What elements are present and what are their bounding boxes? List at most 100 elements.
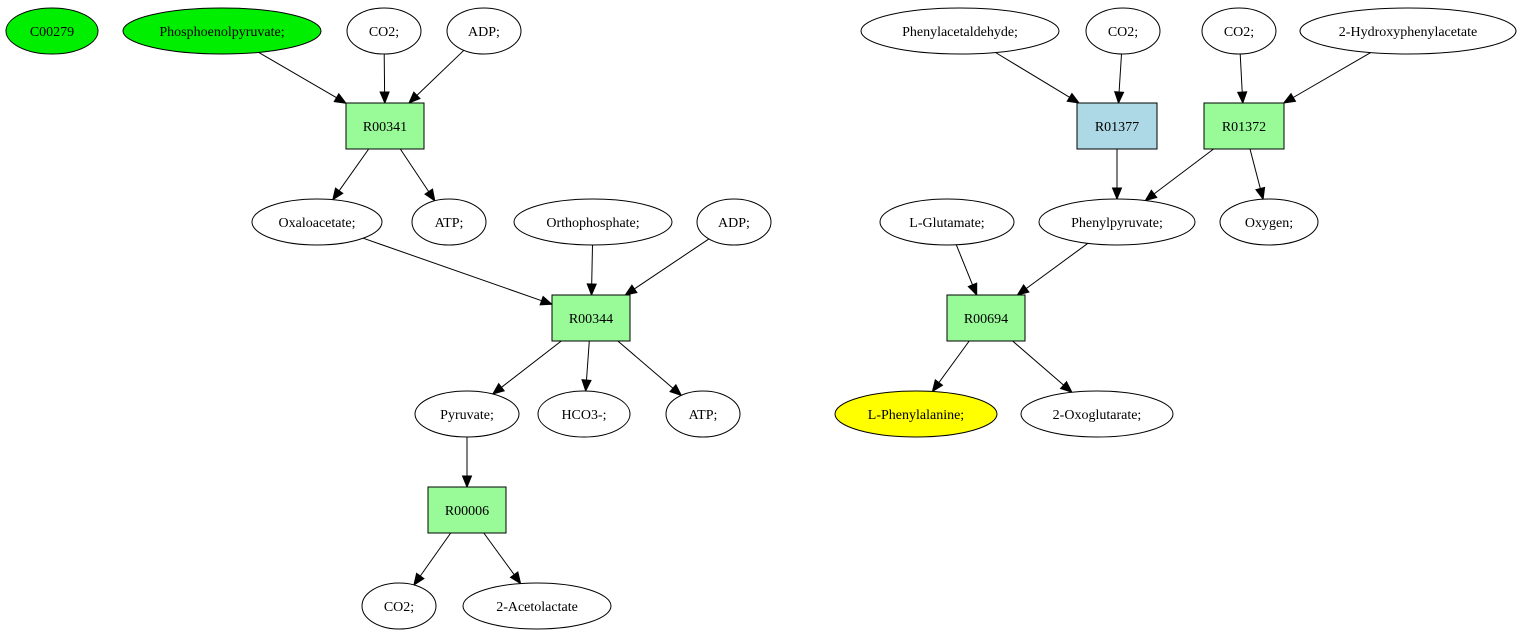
node-label: C00279 [30, 25, 74, 40]
edges-layer [258, 49, 1371, 587]
compound-ellipse [346, 7, 422, 55]
edge-r00006-to-acetolactate [483, 532, 515, 575]
edge-r00341-to-oxaloacetate [338, 148, 370, 191]
edge-r00344-to-hco3 [586, 340, 590, 381]
reaction-node-r00694[interactable]: R00694 [946, 294, 1026, 342]
arrowhead-icon [586, 283, 597, 297]
edge-oxaloacetate-to-r00344 [363, 237, 542, 302]
compound-ellipse [5, 7, 99, 55]
reaction-box [345, 102, 425, 150]
arrowhead-icon [1059, 380, 1073, 394]
compound-ellipse [1201, 7, 1277, 55]
reaction-box [1076, 102, 1158, 150]
arrowhead-icon [461, 475, 473, 489]
edge-co2_4-to-r01372 [1239, 53, 1243, 93]
arrowhead-icon [1113, 91, 1125, 105]
arrowhead-icon [379, 91, 390, 105]
compound-node-lphenylalanine[interactable]: L-Phenylalanine; [834, 390, 998, 438]
reaction-box [551, 294, 631, 342]
edge-r00006-to-co2_2 [419, 532, 452, 577]
node-label: CO2; [384, 600, 414, 615]
nodes-layer: C00279 Phosphoenolpyruvate; CO2; ADP; R00341… [5, 7, 1517, 630]
node-label: L-Phenylalanine; [868, 408, 964, 423]
node-label: R01372 [1222, 120, 1266, 135]
edge-pep-to-r00341 [258, 51, 337, 99]
compound-node-co2_1[interactable]: CO2; [346, 7, 422, 55]
arrowhead-icon [1016, 284, 1030, 296]
arrowhead-icon [509, 571, 522, 585]
arrowhead-icon [1282, 92, 1297, 104]
edge-co2_3-to-r01377 [1118, 53, 1122, 93]
compound-node-pyruvate[interactable]: Pyruvate; [414, 390, 520, 438]
compound-node-adp_1[interactable]: ADP; [446, 7, 522, 55]
arrowhead-icon [424, 188, 436, 202]
arrowhead-icon [581, 379, 592, 393]
reaction-node-r01377[interactable]: R01377 [1076, 102, 1158, 150]
compound-ellipse [665, 390, 741, 438]
node-label: R00341 [363, 120, 407, 135]
reaction-box [946, 294, 1026, 342]
node-label: Orthophosphate; [546, 216, 639, 231]
node-label: Oxygen; [1245, 216, 1293, 231]
compound-node-phenylacetaldehyde[interactable]: Phenylacetaldehyde; [860, 7, 1060, 55]
reaction-node-r01372[interactable]: R01372 [1203, 102, 1285, 150]
compound-ellipse [1299, 7, 1517, 55]
compound-node-co2_3[interactable]: CO2; [1085, 7, 1161, 55]
arrowhead-icon [1144, 189, 1158, 202]
compound-node-acetolactate[interactable]: 2-Acetolactate [462, 582, 612, 630]
compound-ellipse [122, 7, 322, 55]
compound-node-c00279[interactable]: C00279 [5, 7, 99, 55]
reaction-node-r00006[interactable]: R00006 [427, 486, 507, 534]
compound-ellipse [411, 198, 487, 246]
compound-node-atp_1[interactable]: ATP; [411, 198, 487, 246]
compound-node-oxoglutarate[interactable]: 2-Oxoglutarate; [1020, 390, 1174, 438]
arrowhead-icon [333, 92, 348, 104]
compound-ellipse [879, 198, 1015, 246]
node-label: R00006 [445, 504, 489, 519]
edge-phenylacetaldehyde-to-r01377 [995, 52, 1070, 98]
compound-node-adp_2[interactable]: ADP; [696, 198, 772, 246]
edge-adp_1-to-r00341 [416, 49, 465, 96]
reaction-node-r00344[interactable]: R00344 [551, 294, 631, 342]
compound-ellipse [462, 582, 612, 630]
compound-node-co2_2[interactable]: CO2; [361, 582, 437, 630]
compound-ellipse [1020, 390, 1174, 438]
compound-ellipse [860, 7, 1060, 55]
compound-node-atp_2[interactable]: ATP; [665, 390, 741, 438]
compound-ellipse [446, 7, 522, 55]
node-label: Pyruvate; [440, 408, 494, 423]
compound-ellipse [361, 582, 437, 630]
compound-node-lglutamate[interactable]: L-Glutamate; [879, 198, 1015, 246]
node-label: 2-Oxoglutarate; [1053, 408, 1142, 423]
edge-r01372-to-oxygen [1249, 148, 1261, 189]
arrowhead-icon [413, 572, 425, 587]
edge-r00694-to-oxoglutarate [1012, 340, 1064, 386]
arrowhead-icon [931, 379, 944, 393]
compound-node-pep[interactable]: Phosphoenolpyruvate; [122, 7, 322, 55]
compound-node-orthophosphate[interactable]: Orthophosphate; [513, 198, 673, 246]
edge-lglutamate-to-r00694 [955, 244, 973, 285]
compound-node-hydroxyphenylacetate[interactable]: 2-Hydroxyphenylacetate [1299, 7, 1517, 55]
edge-r00344-to-atp_2 [617, 340, 674, 389]
node-label: HCO3-; [561, 408, 606, 423]
edge-r00694-to-lphenylalanine [938, 340, 970, 383]
node-label: 2-Acetolactate [496, 600, 578, 615]
edge-r01372-to-phenylpyruvate [1153, 148, 1214, 195]
compound-node-oxaloacetate[interactable]: Oxaloacetate; [251, 198, 383, 246]
arrowhead-icon [491, 382, 506, 395]
node-label: R00694 [964, 312, 1008, 327]
compound-node-oxygen[interactable]: Oxygen; [1219, 198, 1319, 246]
node-label: 2-Hydroxyphenylacetate [1339, 25, 1477, 40]
node-label: CO2; [369, 25, 399, 40]
edge-hydroxyphenylacetate-to-r01372 [1292, 52, 1371, 98]
compound-node-phenylpyruvate[interactable]: Phenylpyruvate; [1038, 198, 1196, 246]
compound-ellipse [513, 198, 673, 246]
reaction-node-r00341[interactable]: R00341 [345, 102, 425, 150]
node-label: R01377 [1095, 120, 1139, 135]
node-label: ATP; [435, 216, 464, 231]
compound-node-co2_4[interactable]: CO2; [1201, 7, 1277, 55]
arrowhead-icon [669, 383, 683, 397]
compound-node-hco3[interactable]: HCO3-; [537, 390, 631, 438]
compound-ellipse [537, 390, 631, 438]
